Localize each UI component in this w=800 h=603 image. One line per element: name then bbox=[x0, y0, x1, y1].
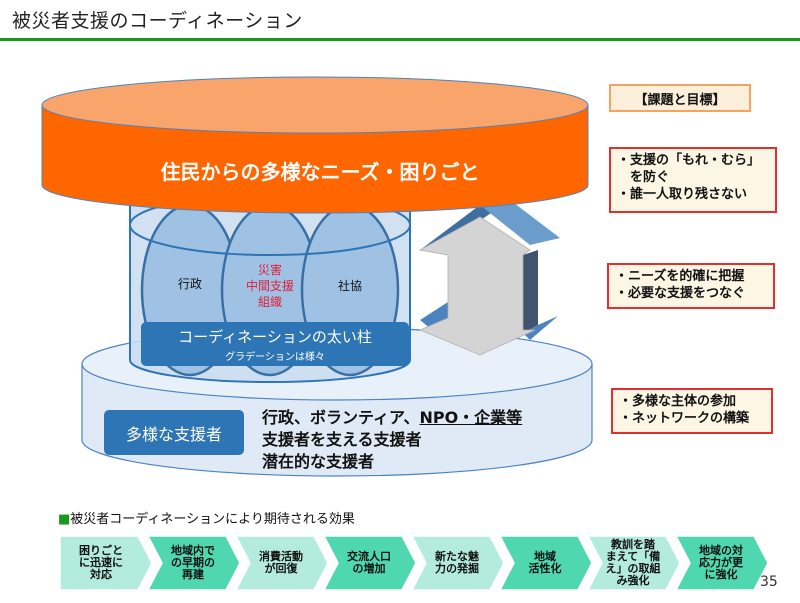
goal-line: ・必要な支援をつなぐ bbox=[615, 286, 746, 301]
goal-line: ・多様な主体の参加 bbox=[619, 394, 737, 409]
effect-chevron bbox=[674, 535, 769, 591]
effect-chevron bbox=[586, 535, 681, 591]
effects-chevron-row bbox=[59, 535, 769, 591]
effect-step-label: 地域内で の早期の 再建 bbox=[171, 544, 215, 581]
effect-chevron bbox=[59, 535, 153, 591]
effect-step-label: 困りごと に迅速に 対応 bbox=[79, 544, 123, 581]
pillar-main-label: コーディネーションの太い柱 bbox=[178, 328, 372, 346]
effect-step-label: 地域 活性化 bbox=[528, 550, 562, 575]
column-label-chukan-shien: 災害 中間支援 組織 bbox=[245, 263, 294, 309]
column-label-shakyo: 社協 bbox=[337, 279, 362, 293]
effect-step-label: 交流人口 の増加 bbox=[347, 550, 391, 575]
effect-step-label: 新たな魅 力の発掘 bbox=[435, 550, 479, 575]
goal-box-2: ・ニーズを的確に把握 ・必要な支援をつなぐ bbox=[607, 263, 775, 309]
effect-chevron bbox=[322, 535, 417, 591]
effect-step-label: 地域の対 応力が更 に強化 bbox=[699, 544, 743, 581]
coordination-pillar-box: コーディネーションの太い柱 グラデーションは様々 bbox=[141, 322, 409, 366]
double-arrow-icon bbox=[418, 200, 560, 356]
goal-line: を防ぐ bbox=[617, 170, 670, 185]
effect-step-label: 教訓を踏 まえて「備 え」の取組 み強化 bbox=[605, 538, 661, 587]
goal-line: ・支援の「もれ・むら」 bbox=[617, 153, 761, 168]
column-label-gyousei: 行政 bbox=[177, 277, 202, 291]
slide-title: 被災者支援のコーディネーション bbox=[12, 10, 303, 32]
goals-header: 【課題と目標】 bbox=[609, 84, 751, 112]
title-underline bbox=[0, 38, 800, 41]
effects-header: ■被災者コーディネーションにより期待される効果 bbox=[58, 508, 355, 527]
effects-header-text: 被災者コーディネーションにより期待される効果 bbox=[70, 512, 355, 527]
goal-line: ・誰一人取り残さない bbox=[617, 187, 748, 202]
effect-step-label: 消費活動 が回復 bbox=[259, 550, 303, 575]
supporters-line: 潜在的な支援者 bbox=[262, 452, 375, 471]
goal-box-3: ・多様な主体の参加 ・ネットワークの構築 bbox=[611, 388, 773, 434]
needs-cylinder bbox=[41, 76, 589, 214]
page-number: 35 bbox=[760, 574, 778, 590]
green-square-marker-icon: ■ bbox=[58, 512, 71, 527]
supporters-label-box: 多様な支援者 bbox=[104, 410, 244, 455]
goal-line: ・ニーズを的確に把握 bbox=[615, 269, 745, 284]
supporters-list: 行政、ボランティア、NPO・企業等 支援者を支える支援者 潜在的な支援者 bbox=[262, 407, 522, 473]
effect-chevron bbox=[146, 535, 241, 591]
effect-chevron bbox=[410, 535, 505, 591]
effect-chevron bbox=[234, 535, 329, 591]
goal-box-1: ・支援の「もれ・むら」 を防ぐ ・誰一人取り残さない bbox=[609, 147, 777, 213]
supporters-line: 支援者を支える支援者 bbox=[262, 430, 422, 449]
supporters-line: 行政、ボランティア、NPO・企業等 bbox=[262, 408, 523, 427]
pillar-sub-label: グラデーションは様々 bbox=[225, 352, 325, 363]
goal-line: ・ネットワークの構築 bbox=[619, 411, 750, 426]
needs-label: 住民からの多様なニーズ・困りごと bbox=[160, 160, 480, 184]
effect-chevron bbox=[498, 535, 593, 591]
